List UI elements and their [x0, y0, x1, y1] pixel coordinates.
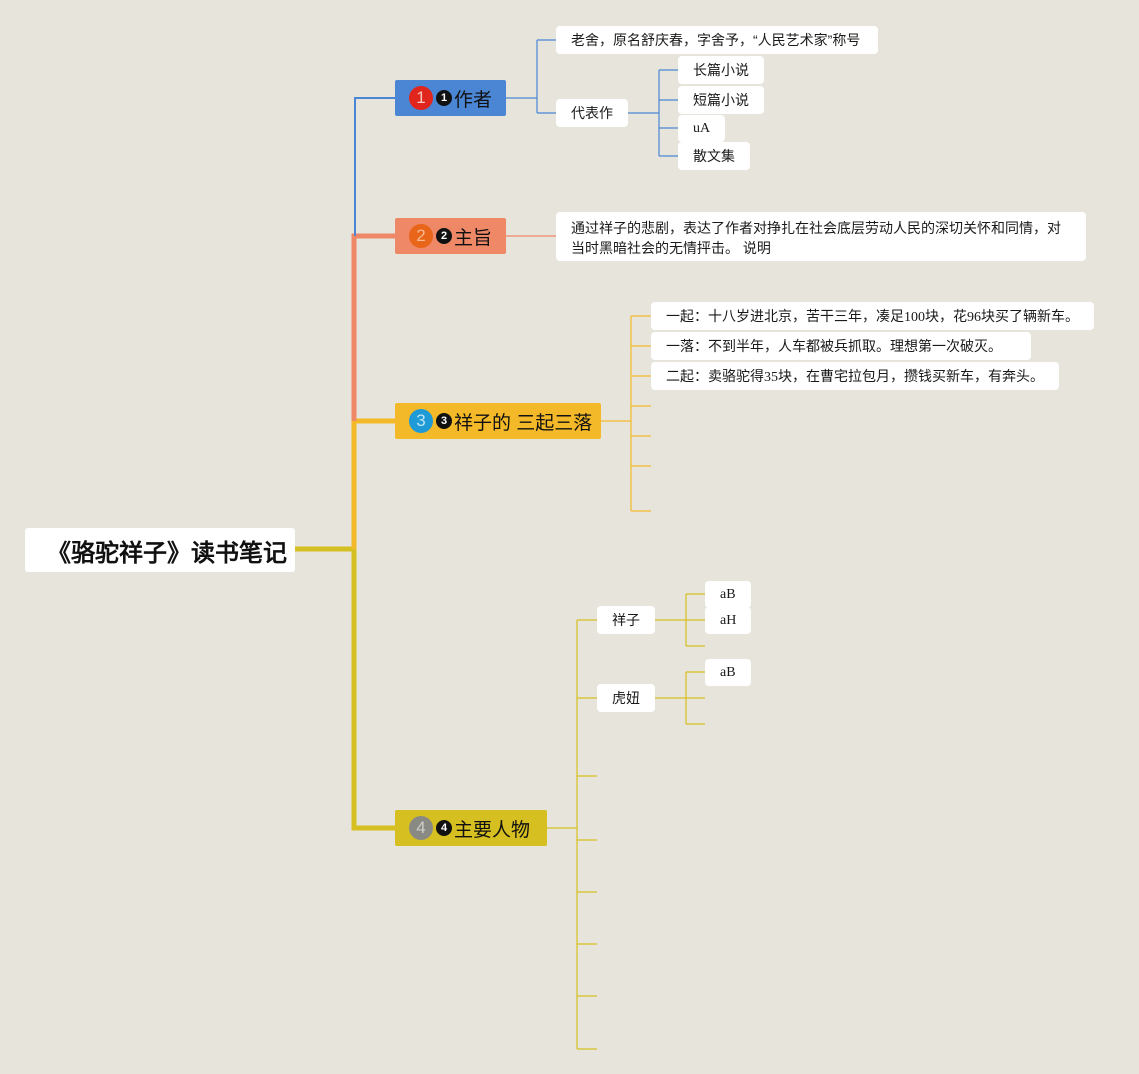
character-trait-node[interactable]: aB	[705, 659, 751, 686]
number-marker-icon: 3	[436, 413, 452, 429]
branch-plot[interactable]: 3 3 祥子的 三起三落	[395, 403, 601, 439]
work-item-node[interactable]: uA	[678, 115, 725, 142]
work-item-node[interactable]: 短篇小说	[678, 86, 764, 114]
number-marker-icon: 4	[436, 820, 452, 836]
branch-characters[interactable]: 4 4 主要人物	[395, 810, 547, 846]
character-huniu-node[interactable]: 虎妞	[597, 684, 655, 712]
plot-event-text: 一落：不到半年，人车都被兵抓取。理想第一次破灭。	[666, 338, 1002, 354]
work-item-node[interactable]: 散文集	[678, 142, 750, 170]
number-badge-icon: 2	[409, 224, 433, 248]
author-intro-node[interactable]: 老舍，原名舒庆春，字舍予，“人民艺术家”称号	[556, 26, 878, 54]
root-topic[interactable]: 《骆驼祥子》读书笔记	[25, 528, 295, 572]
character-trait-label: aB	[720, 664, 736, 680]
number-badge-icon: 1	[409, 86, 433, 110]
plot-event-node[interactable]: 一起：十八岁进北京，苦干三年，凑足100块，花96块买了辆新车。	[651, 302, 1094, 330]
work-item-node[interactable]: 长篇小说	[678, 56, 764, 84]
character-trait-label: aB	[720, 586, 736, 602]
branch-author[interactable]: 1 1 作者	[395, 80, 506, 116]
character-xiangzi-node[interactable]: 祥子	[597, 606, 655, 634]
branch-label: 主要人物	[454, 819, 531, 841]
plot-event-text: 二起：卖骆驼得35块，在曹宅拉包月，攒钱买新车，有奔头。	[666, 370, 1044, 385]
character-trait-label: aH	[720, 612, 737, 628]
number-marker-icon: 2	[436, 228, 452, 244]
plot-event-text: 一起：十八岁进北京，苦干三年，凑足100块，花96块买了辆新车。	[666, 310, 1079, 325]
root-title: 《骆驼祥子》读书笔记	[47, 539, 287, 567]
works-node[interactable]: 代表作	[556, 99, 628, 127]
number-marker-icon: 1	[436, 90, 452, 106]
theme-summary-node[interactable]: 通过祥子的悲剧，表达了作者对挣扎在社会底层劳动人民的深切关怀和同情，对当时黑暗社…	[556, 212, 1086, 261]
character-trait-node[interactable]: aH	[705, 607, 751, 634]
plot-event-node[interactable]: 一落：不到半年，人车都被兵抓取。理想第一次破灭。	[651, 332, 1031, 360]
branch-label: 作者	[454, 89, 493, 111]
work-item-label: 长篇小说	[693, 62, 749, 78]
author-intro-text: 老舍，原名舒庆春，字舍予，“人民艺术家”称号	[571, 32, 861, 48]
work-item-label: 短篇小说	[693, 92, 749, 108]
number-badge-icon: 4	[409, 816, 433, 840]
character-label: 虎妞	[612, 690, 640, 706]
work-item-label: uA	[693, 120, 711, 136]
branch-label: 祥子的 三起三落	[454, 412, 593, 434]
theme-summary-text: 通过祥子的悲剧，表达了作者对挣扎在社会底层劳动人民的深切关怀和同情，对当时黑暗社…	[571, 220, 1061, 256]
number-badge-icon: 3	[409, 409, 433, 433]
works-label: 代表作	[571, 105, 613, 121]
character-label: 祥子	[612, 612, 640, 628]
branch-label: 主旨	[454, 227, 493, 249]
work-item-label: 散文集	[693, 148, 735, 164]
branch-theme[interactable]: 2 2 主旨	[395, 218, 506, 254]
character-trait-node[interactable]: aB	[705, 581, 751, 608]
plot-event-node[interactable]: 二起：卖骆驼得35块，在曹宅拉包月，攒钱买新车，有奔头。	[651, 362, 1059, 390]
